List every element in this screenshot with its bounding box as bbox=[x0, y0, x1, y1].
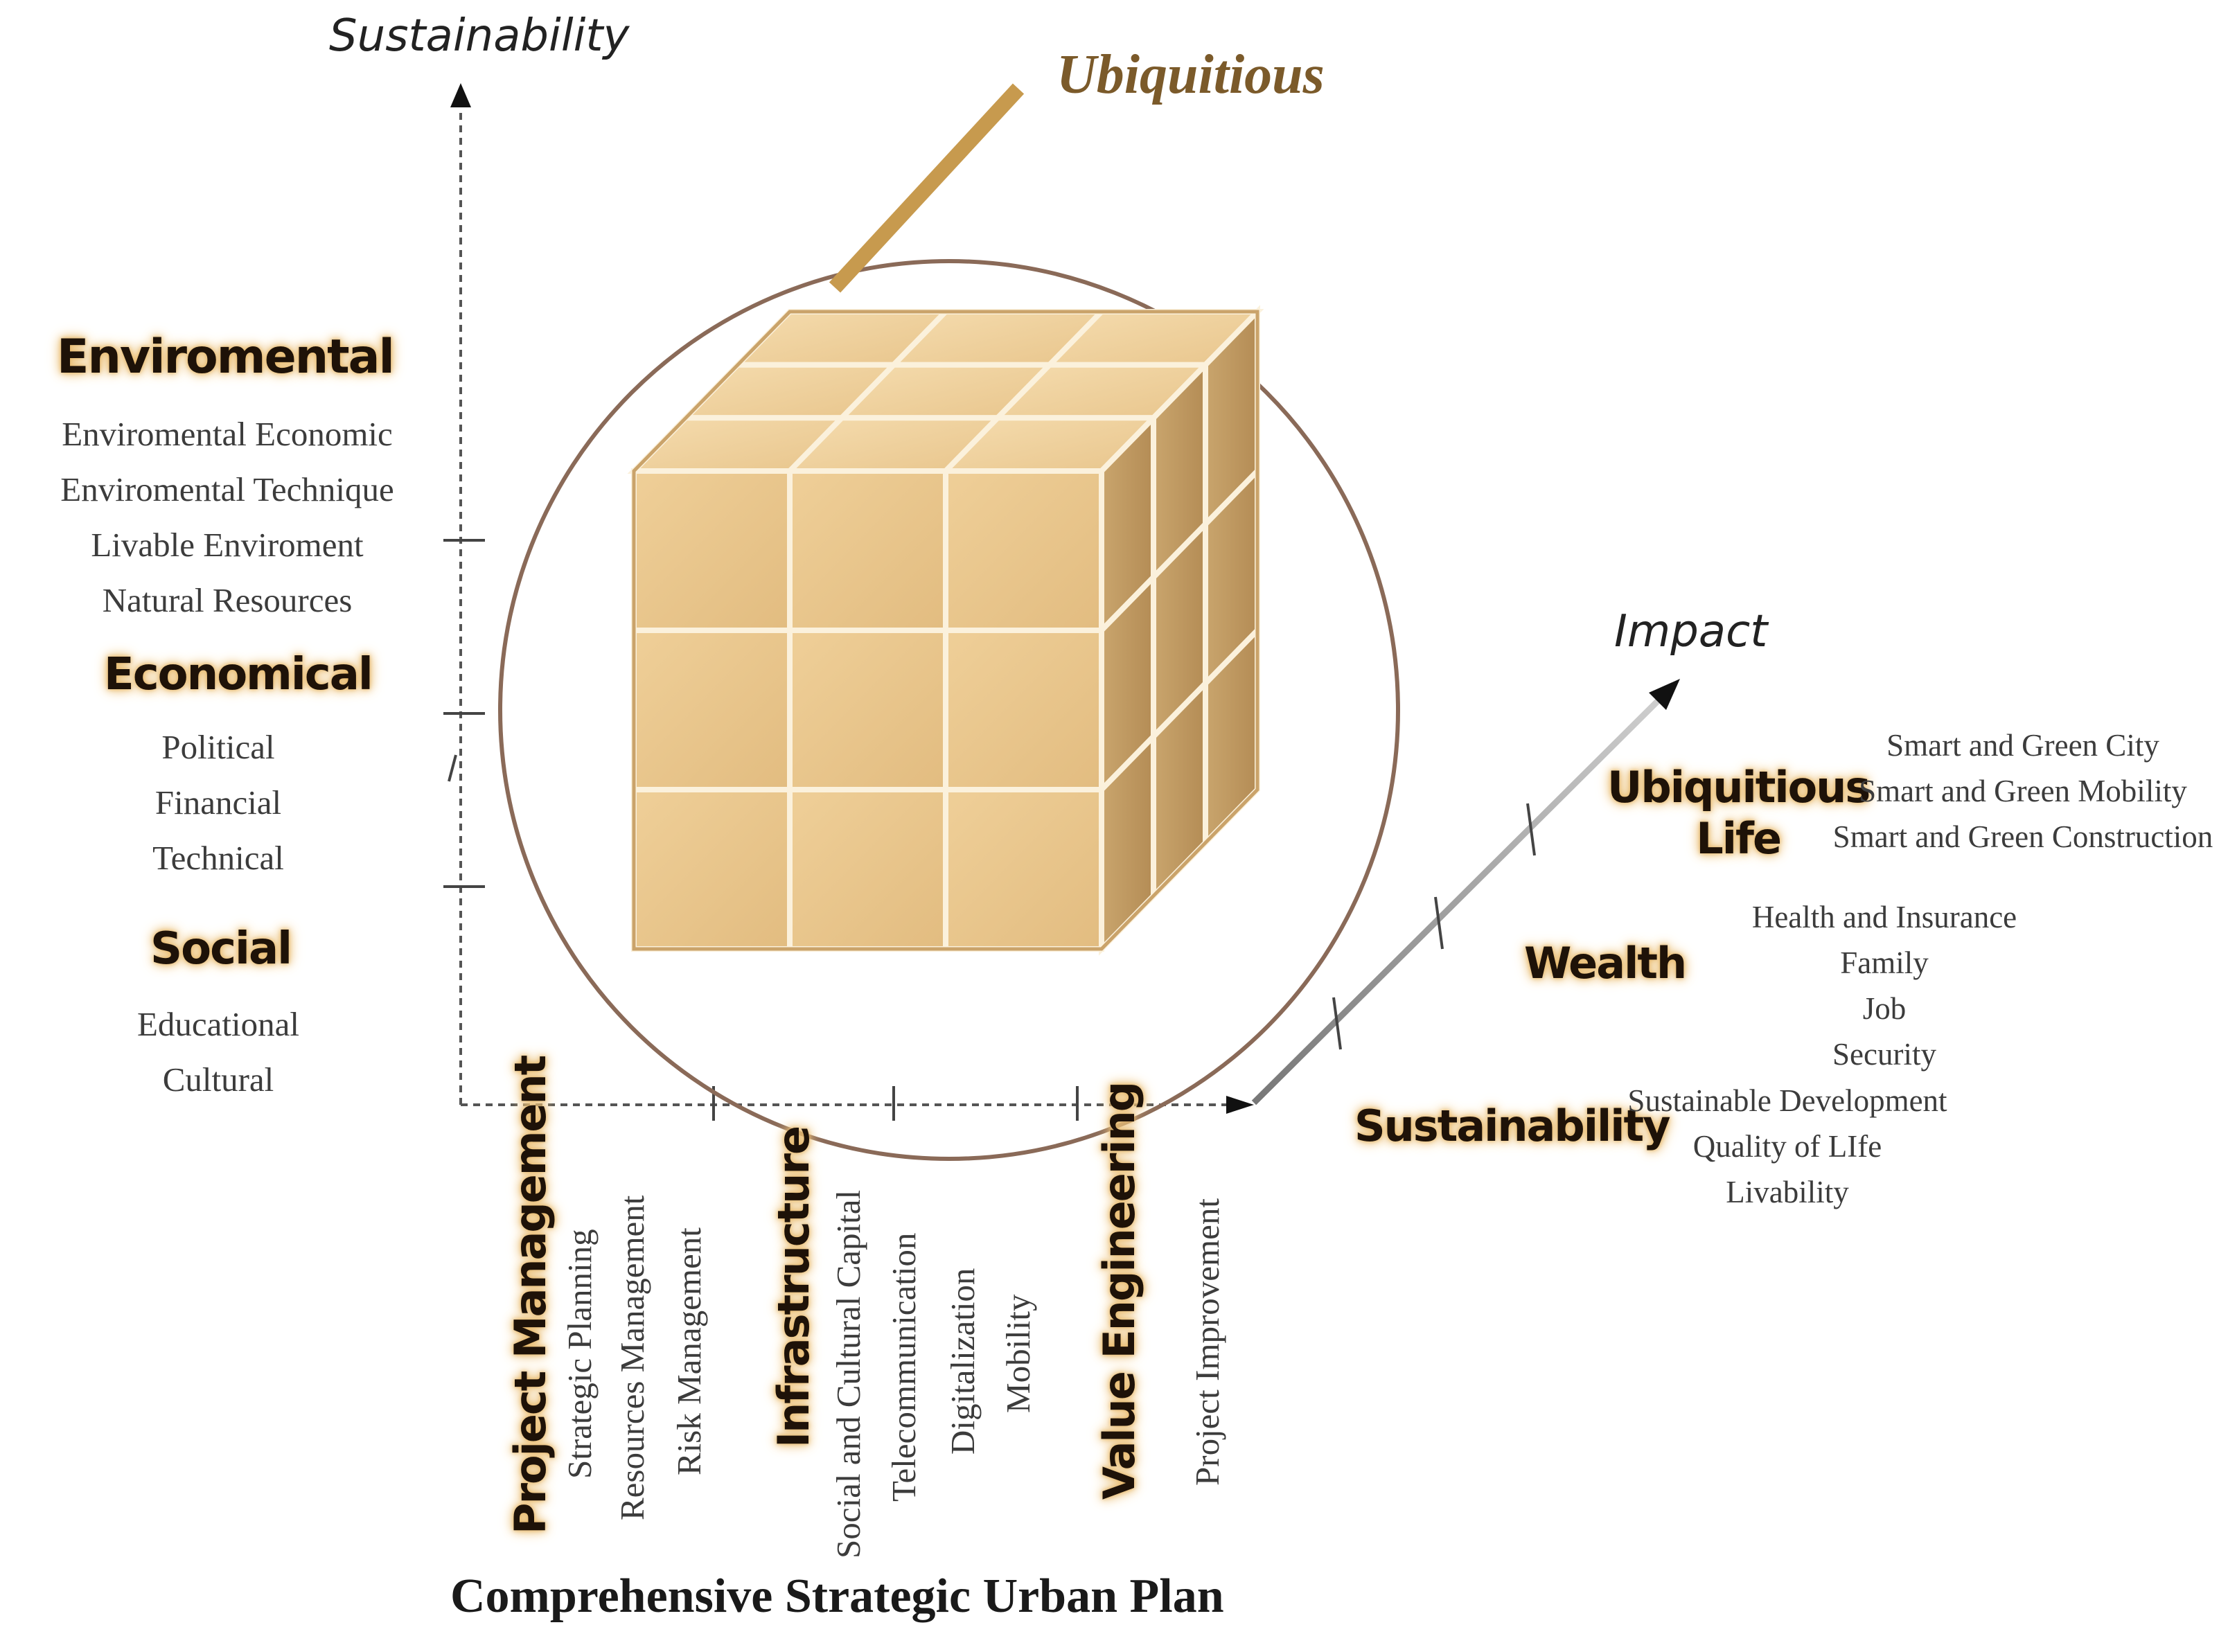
list-item: Enviromental Economic bbox=[62, 415, 393, 453]
list-item: Social and Cultural Capital bbox=[829, 1189, 867, 1558]
list-item: Mobility bbox=[999, 1294, 1037, 1413]
category-enviromental: Enviromental bbox=[57, 330, 395, 384]
list-item: Project Improvement bbox=[1188, 1198, 1226, 1486]
list-item: Enviromental Technique bbox=[60, 470, 394, 508]
category-project-management: Project Management bbox=[505, 1056, 556, 1534]
cube-front-cell bbox=[943, 787, 1104, 952]
economical-items: Political Financial Technical bbox=[125, 727, 312, 894]
cube-outline bbox=[632, 310, 1259, 951]
wealth-items: Health and Insurance Family Job Security bbox=[1690, 899, 2078, 1082]
cube-front-cell bbox=[787, 628, 948, 792]
social-items: Educational Cultural bbox=[111, 1004, 326, 1115]
cube-circle bbox=[498, 259, 1400, 1161]
category-sustainability: Sustainability bbox=[1354, 1101, 1671, 1151]
category-value-engineering: Value Engineering bbox=[1094, 1082, 1144, 1500]
cube-front-cell bbox=[631, 468, 793, 633]
category-line: Ubiquitious bbox=[1607, 762, 1871, 812]
category-infrastructure: Infrastructure bbox=[768, 1126, 819, 1448]
list-item: Technical bbox=[152, 839, 284, 877]
list-item: Smart and Green Construction bbox=[1832, 819, 2213, 854]
list-item: Strategic Planning bbox=[560, 1229, 599, 1479]
list-item: Smart and Green Mobility bbox=[1859, 774, 2187, 808]
list-item: Livability bbox=[1726, 1175, 1849, 1209]
cube-front-cell bbox=[631, 628, 793, 792]
list-item: Security bbox=[1832, 1037, 1936, 1072]
cube-callout-label: Ubiquitious bbox=[1056, 44, 1325, 105]
ubiquitious-items: Smart and Green City Smart and Green Mob… bbox=[1808, 727, 2237, 864]
callout-line bbox=[829, 83, 1025, 293]
horizontal-axis bbox=[461, 1086, 1254, 1121]
vertical-axis-title: Sustainability bbox=[329, 10, 630, 62]
list-item: Natural Resources bbox=[102, 581, 353, 619]
list-item: Resources Management bbox=[613, 1195, 651, 1520]
list-item: Telecommunication bbox=[885, 1232, 923, 1502]
category-line: Life bbox=[1696, 813, 1782, 864]
vertical-axis bbox=[443, 83, 485, 1105]
category-ubiquitious-life: Ubiquitious Life bbox=[1607, 762, 1871, 865]
impact-axis bbox=[1251, 679, 1680, 1105]
list-item: Job bbox=[1862, 991, 1907, 1026]
list-item: Quality of LIfe bbox=[1692, 1129, 1882, 1164]
sustainability-items: Sustainable Development Quality of LIfe … bbox=[1607, 1083, 1968, 1220]
list-item: Sustainable Development bbox=[1627, 1083, 1947, 1118]
list-item: Cultural bbox=[162, 1060, 274, 1099]
list-item: Risk Management bbox=[670, 1227, 708, 1475]
enviromental-items: Enviromental Economic Enviromental Techn… bbox=[21, 414, 434, 636]
horizontal-axis-caption: Comprehensive Strategic Urban Plan bbox=[450, 1570, 1224, 1623]
list-item: Livable Enviroment bbox=[91, 526, 364, 564]
cube-front-cell bbox=[787, 787, 948, 952]
list-item: Financial bbox=[154, 783, 282, 821]
list-item: Family bbox=[1840, 945, 1929, 980]
list-item: Health and Insurance bbox=[1751, 900, 2017, 934]
impact-axis-title: Impact bbox=[1614, 606, 1768, 657]
cube-front-cell bbox=[943, 468, 1104, 633]
category-wealth: Wealth bbox=[1524, 938, 1687, 988]
cube-front-cell bbox=[943, 628, 1104, 792]
cube-front-cell bbox=[787, 468, 948, 633]
list-item: Political bbox=[161, 728, 275, 766]
cube-3x3-icon bbox=[627, 305, 1264, 956]
cube-front-cell bbox=[631, 787, 793, 952]
list-item: Smart and Green City bbox=[1886, 728, 2159, 763]
category-economical: Economical bbox=[104, 649, 373, 700]
list-item: Digitalization bbox=[944, 1268, 982, 1455]
list-item: Educational bbox=[136, 1005, 300, 1043]
category-social: Social bbox=[150, 923, 292, 975]
